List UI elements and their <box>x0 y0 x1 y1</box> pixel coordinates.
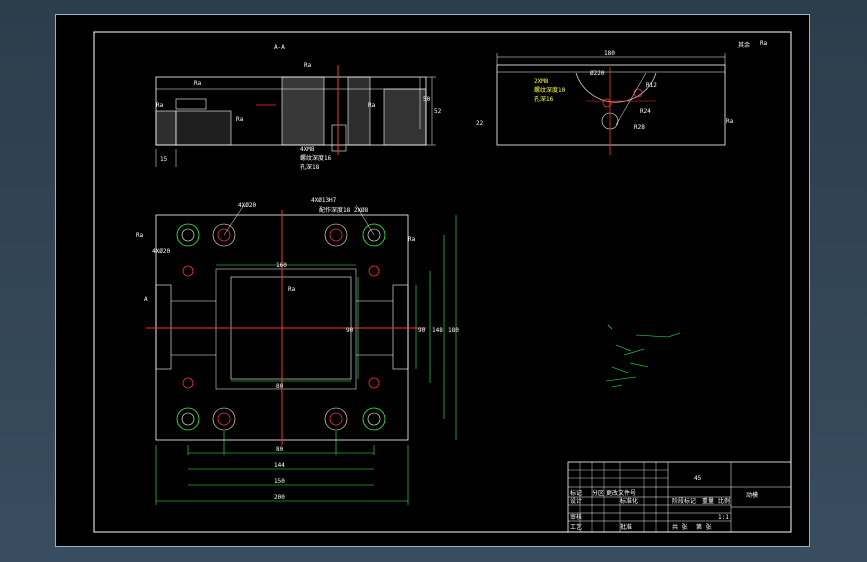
ra-plan-left: Ra <box>136 232 144 239</box>
tb-design: 设计 <box>570 497 582 505</box>
dim-height: 52 <box>434 108 442 115</box>
stray-marks <box>605 324 681 388</box>
dim-b1: 80 <box>276 446 284 453</box>
tb-row1: 标记 <box>570 489 582 497</box>
dim-h1: 90 <box>418 327 426 334</box>
tb-approve: 批准 <box>620 523 632 531</box>
ra-3: Ra <box>304 62 312 69</box>
remaining-note: 其余 <box>738 41 750 49</box>
hole-tl-2 <box>212 223 236 247</box>
dim-h2: 148 <box>432 327 443 334</box>
section-mark-a: A <box>144 296 148 303</box>
part-name: 动模 <box>746 491 758 499</box>
hole-bl-2 <box>212 407 236 431</box>
tb-total: 共 张 <box>672 523 688 531</box>
sec-hole-1: 4XM8 <box>300 146 315 153</box>
dim-inner-b: 80 <box>276 383 284 390</box>
dim-r1: R24 <box>640 108 651 115</box>
ra-right: Ra <box>726 118 734 125</box>
ra-2: Ra <box>156 102 164 109</box>
top-note-2: 螺纹深度10 <box>534 86 566 94</box>
dim-r3: R12 <box>646 82 657 89</box>
material: 45 <box>694 475 702 482</box>
view-label: A-A <box>274 44 285 51</box>
hole-small-4 <box>368 377 380 389</box>
hole-tr-1 <box>324 223 348 247</box>
dim-h-inner: 90 <box>346 327 354 334</box>
hole-bl-1 <box>176 407 200 431</box>
tb-sheet: 第 张 <box>696 523 712 531</box>
dim-b3: 150 <box>274 478 285 485</box>
drawing-border <box>93 31 792 533</box>
hole-callout-c2: 配作深度18 2XØ8 <box>319 206 369 214</box>
tb-scale-label: 比例 <box>718 497 730 505</box>
hole-callout-c: 4XØ13H7 <box>311 197 337 204</box>
dim-inner-w: 160 <box>276 262 287 269</box>
tb-std: 标准化 <box>620 497 638 505</box>
top-note-3: 孔深16 <box>534 95 554 103</box>
top-note-1: 2XM8 <box>534 78 549 85</box>
tb-stage: 阶段标记 <box>672 497 696 505</box>
ra-5: Ra <box>236 116 244 123</box>
ra-plan-right: Ra <box>408 236 416 243</box>
ra-remaining: Ra <box>760 40 768 47</box>
dim-b4: 200 <box>274 494 285 501</box>
hole-small-3 <box>182 377 194 389</box>
ra-1: Ra <box>194 80 202 87</box>
tb-craft: 工艺 <box>570 523 582 531</box>
dim-b2: 144 <box>274 462 285 469</box>
dim-top-width: 180 <box>604 50 615 57</box>
hole-br-1 <box>324 407 348 431</box>
tb-scale: 1:1 <box>718 514 729 521</box>
top-right-view: 180 Ø220 R24 R28 R12 22 2XM8 螺纹深度10 孔深16… <box>476 40 768 155</box>
dim-top-inner: Ø220 <box>590 70 605 77</box>
hole-small-1 <box>182 265 194 277</box>
section-view-aa: A-A 52 50 15 4XM8 螺纹深度16 孔深18 Ra Ra Ra R… <box>155 44 442 171</box>
dim-h3: 180 <box>448 327 459 334</box>
ra-plan: Ra <box>288 286 296 293</box>
dim-bottom: 15 <box>160 156 168 163</box>
plan-view: 4XØ20 4XØ20 4XØ13H7 配作深度18 2XØ8 A Ra Ra … <box>136 197 459 505</box>
hole-tl-1 <box>176 223 200 247</box>
ra-4: Ra <box>368 102 376 109</box>
hole-callout-a: 4XØ20 <box>238 202 256 209</box>
hole-callout-b: 4XØ20 <box>152 248 170 255</box>
hole-br-2 <box>362 407 386 431</box>
tb-row1b: 分区 <box>592 489 604 497</box>
dim-r2: R28 <box>634 124 645 131</box>
cad-viewport[interactable]: A-A 52 50 15 4XM8 螺纹深度16 孔深18 Ra Ra Ra R… <box>55 14 810 547</box>
tb-review: 审核 <box>570 513 582 521</box>
hole-tr-2 <box>362 223 386 247</box>
tb-row1c: 更改文件号 <box>606 489 636 497</box>
sec-hole-2: 螺纹深度16 <box>300 154 332 162</box>
dim-top-left: 22 <box>476 120 484 127</box>
cad-drawing: A-A 52 50 15 4XM8 螺纹深度16 孔深18 Ra Ra Ra R… <box>93 31 792 533</box>
hole-small-2 <box>368 265 380 277</box>
title-block: 45 动模 标记 分区 更改文件号 设计 标准化 阶段标记 重量 比例 1:1 … <box>567 461 792 533</box>
sec-hole-3: 孔深18 <box>300 163 320 171</box>
tb-weight: 重量 <box>702 497 714 505</box>
dim-height-inner: 50 <box>423 96 431 103</box>
